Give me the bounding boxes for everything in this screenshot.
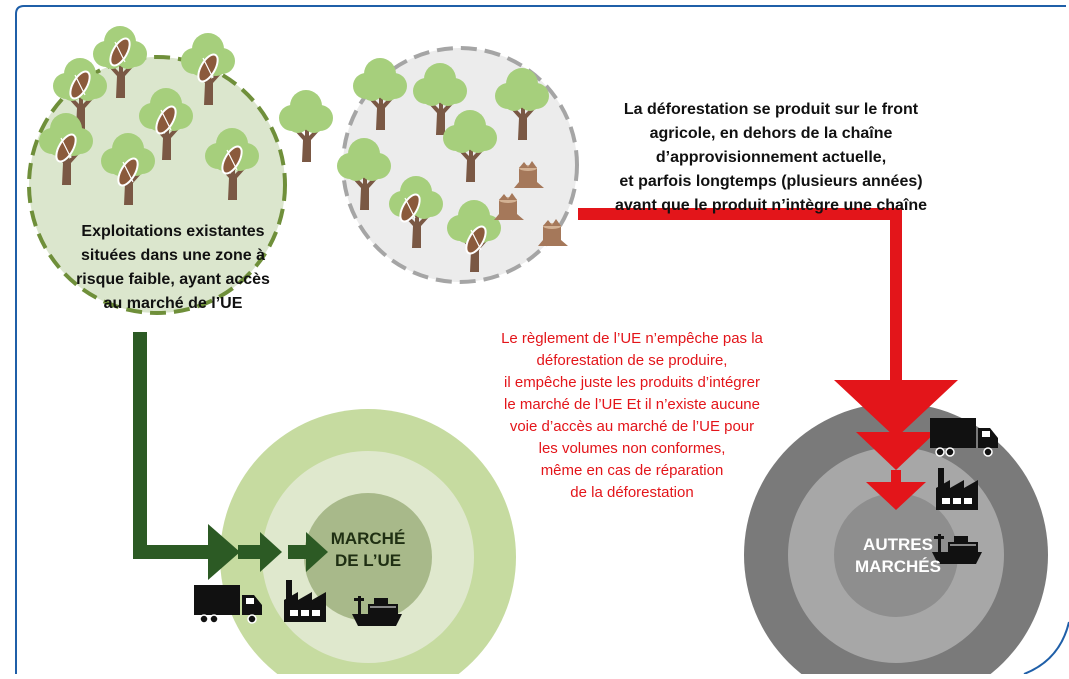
text-line: MARCHÉ bbox=[330, 529, 406, 548]
red-arrow-path bbox=[578, 208, 958, 510]
other-markets-label: AUTRES MARCHÉS bbox=[838, 534, 958, 578]
frontier-explanation: La déforestation se produit sur le front… bbox=[582, 98, 960, 218]
text-line: au marché de l’UE bbox=[103, 295, 243, 312]
text-line: Exploitations existantes bbox=[81, 223, 265, 240]
text-line: situées dans une zone à bbox=[80, 247, 266, 264]
text-line: les volumes non conformes, bbox=[538, 440, 726, 457]
text-line: le marché de l’UE Et il n’existe aucune bbox=[504, 396, 760, 413]
frame-border bbox=[15, 5, 1066, 674]
tree-icon bbox=[279, 90, 333, 162]
regulation-note: Le règlement de l’UE n’empêche pas la dé… bbox=[488, 328, 776, 504]
text-line: déforestation de se produire, bbox=[536, 352, 728, 369]
text-line: il empêche juste les produits d’intégrer bbox=[504, 374, 760, 391]
text-line: La déforestation se produit sur le front bbox=[623, 101, 919, 118]
text-line: même en cas de réparation bbox=[540, 462, 724, 479]
low-risk-farms-circle bbox=[27, 55, 287, 315]
text-line: MARCHÉS bbox=[855, 557, 941, 576]
text-line: agricole, en dehors de la chaîne bbox=[649, 125, 893, 142]
frame-corner bbox=[1023, 621, 1069, 675]
text-line: voie d’accès au marché de l’UE pour bbox=[509, 418, 755, 435]
text-line: de la déforestation bbox=[570, 484, 694, 501]
text-line: d’approvisionnement actuelle, bbox=[655, 149, 887, 166]
text-line: risque faible, ayant accès bbox=[76, 271, 270, 288]
text-line: DE L’UE bbox=[334, 551, 402, 570]
green-arrow-path bbox=[133, 332, 328, 580]
text-line: Le règlement de l’UE n’empêche pas la bbox=[501, 330, 763, 347]
text-line: et parfois longtemps (plusieurs années) bbox=[619, 173, 923, 190]
text-line: AUTRES bbox=[863, 535, 933, 554]
eu-market-label: MARCHÉ DE L’UE bbox=[318, 528, 418, 572]
text-line: avant que le produit n’intègre une chaîn… bbox=[614, 197, 928, 214]
low-risk-farms-label: Exploitations existantes situées dans un… bbox=[58, 220, 288, 316]
